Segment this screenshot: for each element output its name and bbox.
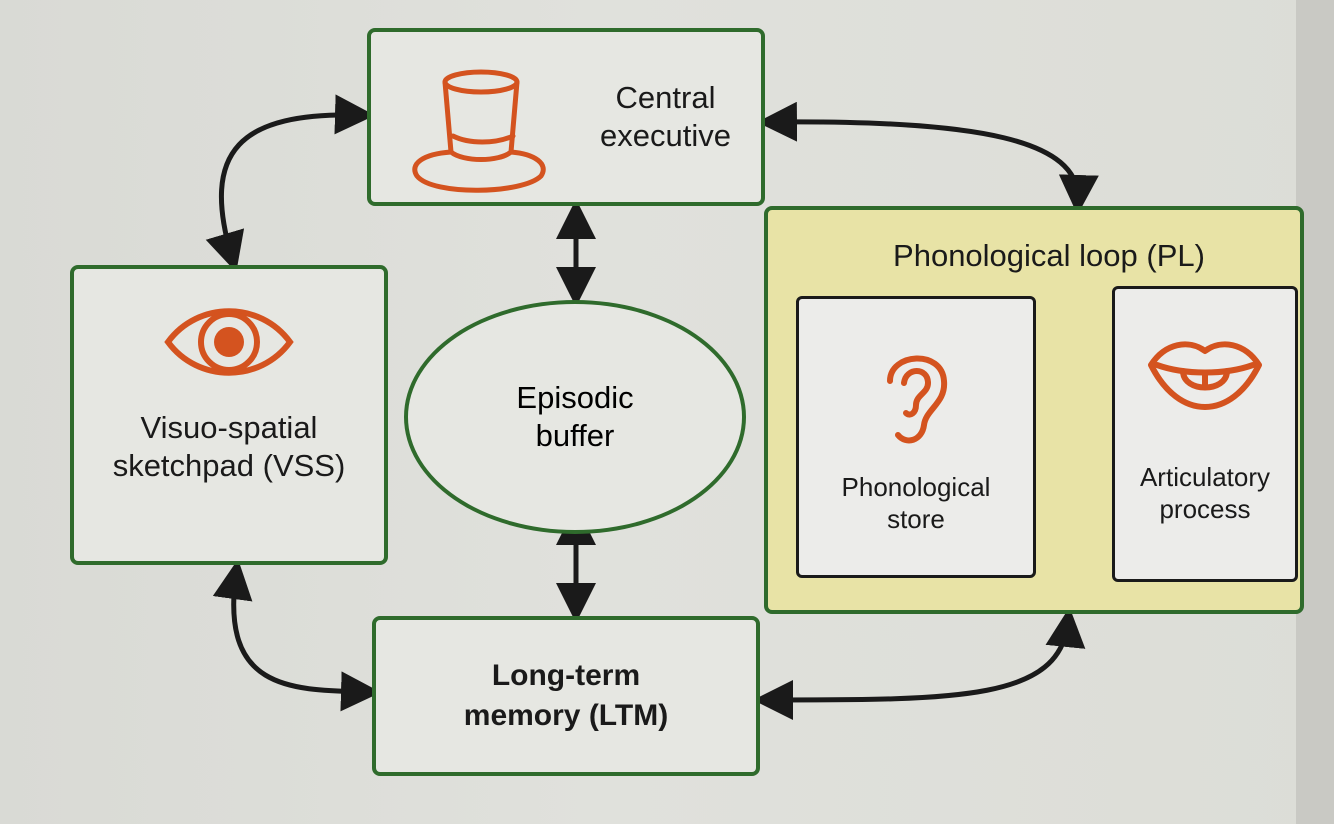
phonological-loop-title: Phonological loop (PL) — [893, 238, 1205, 273]
arrow-vss-ce — [205, 94, 375, 273]
ear-icon — [887, 355, 948, 444]
visuo-spatial-sketchpad-box: Visuo-spatial sketchpad (VSS) — [70, 265, 388, 565]
episodic-buffer-ellipse: Episodic buffer — [404, 300, 746, 534]
phonological-store-box: Phonological store — [796, 296, 1036, 578]
arrow-ltm-pl — [753, 607, 1086, 720]
arrow-ce-pl — [757, 101, 1099, 215]
episodic-buffer-label: Episodic buffer — [516, 380, 634, 453]
articulatory-process-box: Articulatory process — [1112, 286, 1298, 582]
phonological-store-label: Phonological store — [841, 472, 991, 534]
central-executive-box: Central executive — [367, 28, 765, 206]
articulatory-process-label: Articulatory process — [1139, 462, 1271, 524]
central-executive-label: Central executive — [600, 80, 731, 153]
long-term-memory-label: Long-term memory (LTM) — [463, 659, 669, 732]
visuo-spatial-sketchpad-label: Visuo-spatial sketchpad (VSS) — [112, 410, 346, 483]
arrow-vss-ltm — [212, 559, 381, 712]
long-term-memory-box: Long-term memory (LTM) — [372, 616, 760, 776]
eye-icon — [164, 308, 294, 376]
top-hat-icon — [412, 69, 546, 193]
mouth-icon — [1148, 341, 1262, 410]
